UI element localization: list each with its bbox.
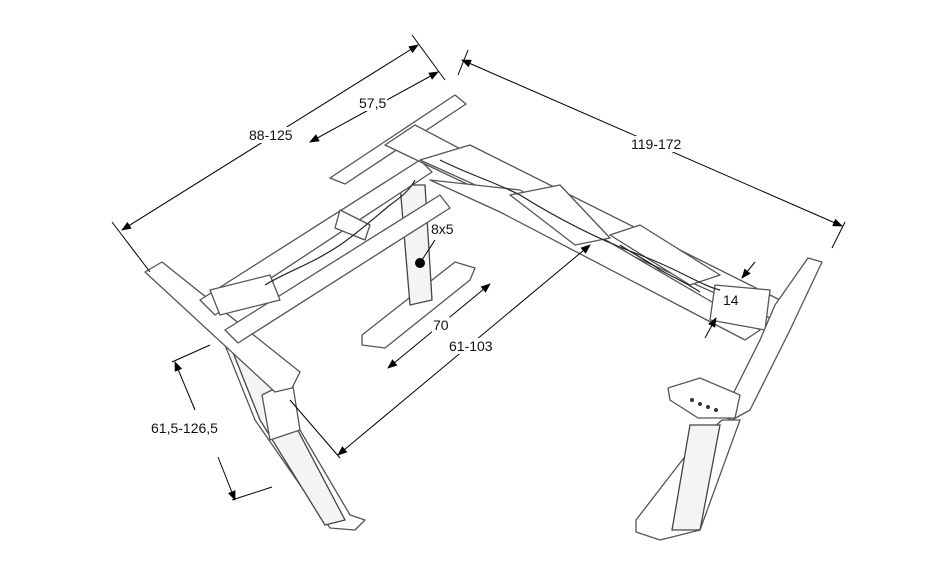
dim-left-wing: 88-125 [248, 127, 294, 143]
dim-height-range: 61-103 [448, 338, 494, 354]
dim-column-profile: 8x5 [430, 221, 455, 237]
dim-depth-range: 61,5-126,5 [150, 420, 219, 436]
dim-right-wing: 119-172 [630, 136, 683, 152]
dim-beam-height: 14 [722, 292, 740, 308]
dim-foot-length: 70 [432, 317, 450, 333]
right-leg [635, 419, 741, 541]
control-panel [667, 377, 741, 419]
dim-top-plate: 57,5 [358, 95, 388, 111]
right-wing-frame [419, 144, 823, 421]
